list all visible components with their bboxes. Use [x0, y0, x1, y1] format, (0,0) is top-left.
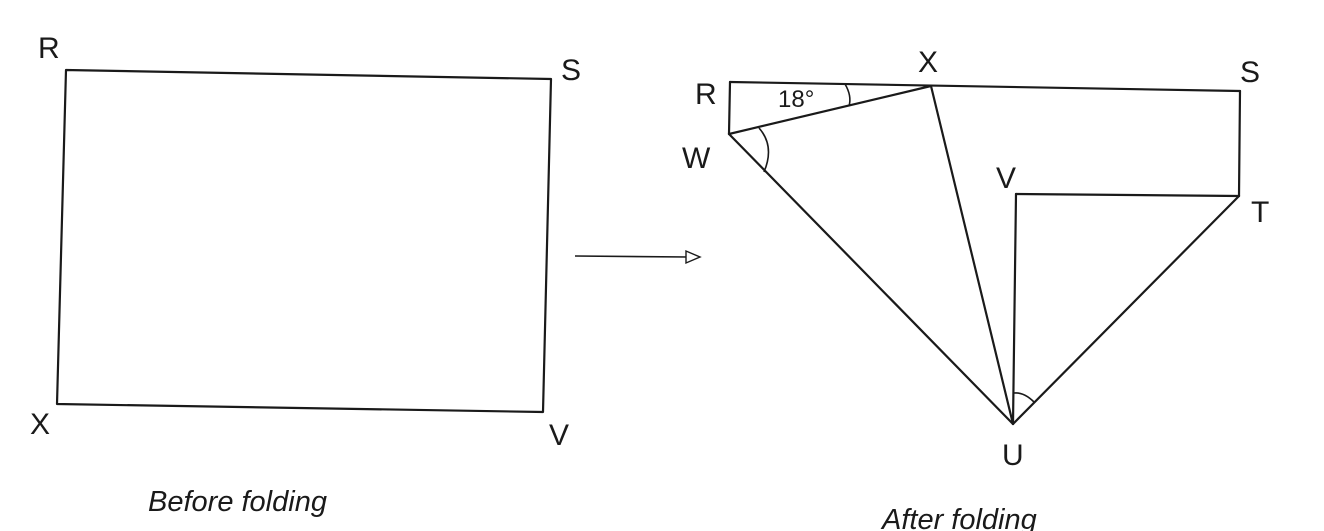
edge-st — [1237, 89, 1242, 198]
before-figure: R S X V Before folding — [30, 32, 581, 518]
rectangle-rsvx — [55, 68, 553, 414]
after-figure: 18° R X S W V T U After folding — [682, 46, 1269, 531]
edge-rs — [728, 80, 1242, 93]
vertex-label-s-after: S — [1240, 56, 1260, 89]
vertex-label-r-after: R — [695, 78, 717, 111]
angle-arc-at-x — [844, 83, 851, 107]
angle-arc-at-w — [758, 127, 770, 173]
edge-rw — [727, 80, 732, 136]
vertex-label-w-after: W — [682, 142, 711, 175]
edge-tu — [1011, 194, 1241, 426]
vertex-label-u-after: U — [1002, 439, 1024, 472]
angle-label-18: 18° — [778, 86, 814, 113]
caption-before: Before folding — [148, 486, 327, 518]
edge-xu — [929, 84, 1015, 426]
transition-arrow — [574, 249, 702, 265]
vertex-label-v-after: V — [996, 162, 1016, 195]
edge-vt — [1014, 192, 1241, 198]
edge-wx — [727, 84, 933, 136]
arrow-head — [685, 249, 702, 265]
edge-vu — [1011, 192, 1018, 426]
vertex-label-r-before: R — [38, 32, 60, 65]
vertex-label-x-before: X — [30, 408, 50, 441]
vertex-label-x-after: X — [918, 46, 938, 79]
angle-arc-at-u — [1013, 392, 1035, 403]
vertex-label-s-before: S — [561, 54, 581, 87]
vertex-label-t-after: T — [1251, 196, 1269, 229]
arrow-shaft — [574, 255, 689, 258]
edge-wu — [727, 132, 1015, 426]
caption-after: After folding — [880, 504, 1037, 531]
vertex-label-v-before: V — [549, 419, 569, 452]
